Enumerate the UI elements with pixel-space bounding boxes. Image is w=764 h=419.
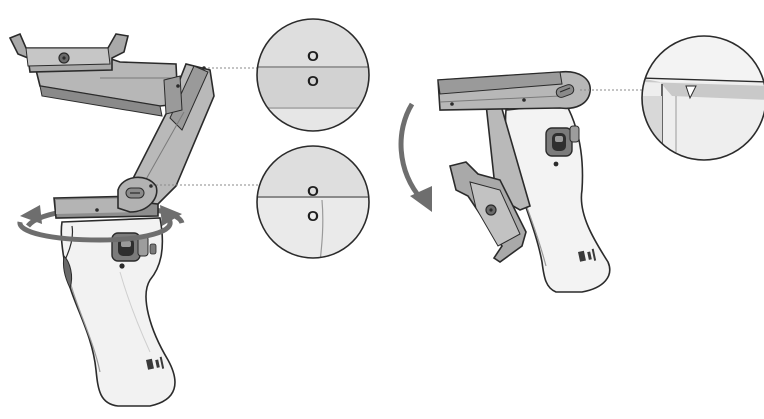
detail-top-mark-upper: O: [307, 48, 319, 65]
folded-handle: [504, 103, 611, 293]
detail-top-mark-lower: O: [307, 73, 319, 90]
detail-bottom-mark-upper: O: [307, 183, 319, 200]
phone-clamp: [8, 32, 129, 73]
folded-dji-logo-icon: [578, 248, 597, 262]
folded-phone-clamp: [449, 161, 527, 263]
dji-logo-icon: [146, 356, 165, 370]
folded-elbow-joint: [555, 84, 575, 98]
lower-elbow-joint: [117, 176, 158, 213]
gimbal-unfolded: [8, 32, 215, 407]
gimbal-folded: [398, 70, 611, 293]
handle: [60, 217, 176, 407]
detail-circle-right: [641, 35, 764, 161]
detail-circle-top: O O: [256, 18, 370, 132]
detail-circle-bottom: O O: [256, 145, 370, 259]
fold-direction-arrow: [398, 102, 424, 202]
detail-bottom-mark-lower: O: [307, 208, 319, 225]
rotation-arrow-front: [17, 216, 173, 243]
